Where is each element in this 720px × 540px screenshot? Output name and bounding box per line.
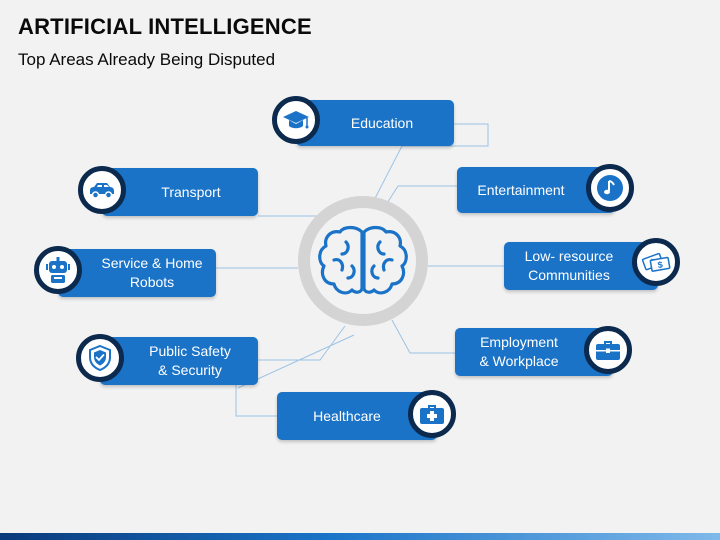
entertainment-label: Entertainment <box>477 181 565 198</box>
transport-label: Transport <box>161 183 221 200</box>
education-label: Education <box>350 114 414 131</box>
communities-label: Low- resource Communities <box>524 248 614 283</box>
communities-badge: $ $ <box>632 238 680 286</box>
robots-box: Service & Home Robots <box>58 249 216 297</box>
graduation-cap-icon <box>283 111 309 129</box>
briefcase-icon <box>596 341 620 360</box>
transport-box: Transport <box>102 168 258 216</box>
education-box: Education <box>296 100 454 146</box>
first-aid-kit-icon <box>420 405 444 424</box>
safety-label: Public Safety & Security <box>149 343 231 378</box>
employment-box: Employment & Workplace <box>455 328 613 376</box>
safety-box: Public Safety & Security <box>100 337 258 385</box>
page-title: ARTIFICIAL INTELLIGENCE <box>18 14 312 39</box>
money-icon: $ $ <box>641 252 671 272</box>
car-icon <box>90 183 114 199</box>
transport-badge <box>78 166 126 214</box>
robots-badge <box>34 246 82 294</box>
svg-text:$: $ <box>657 259 664 270</box>
education-badge <box>272 96 320 144</box>
page-subtitle: Top Areas Already Being Disputed <box>18 50 276 69</box>
healthcare-badge <box>408 390 456 438</box>
robots-label: Service & Home Robots <box>101 255 203 290</box>
safety-badge <box>76 334 124 382</box>
robot-icon <box>46 257 70 283</box>
music-note-icon <box>597 175 623 201</box>
employment-label: Employment & Workplace <box>479 334 559 369</box>
healthcare-label: Healthcare <box>313 407 381 424</box>
entertainment-badge <box>586 164 634 212</box>
brain-icon <box>318 225 408 295</box>
employment-badge <box>584 326 632 374</box>
shield-check-icon <box>89 344 111 372</box>
footer-gradient-bar <box>0 533 720 540</box>
